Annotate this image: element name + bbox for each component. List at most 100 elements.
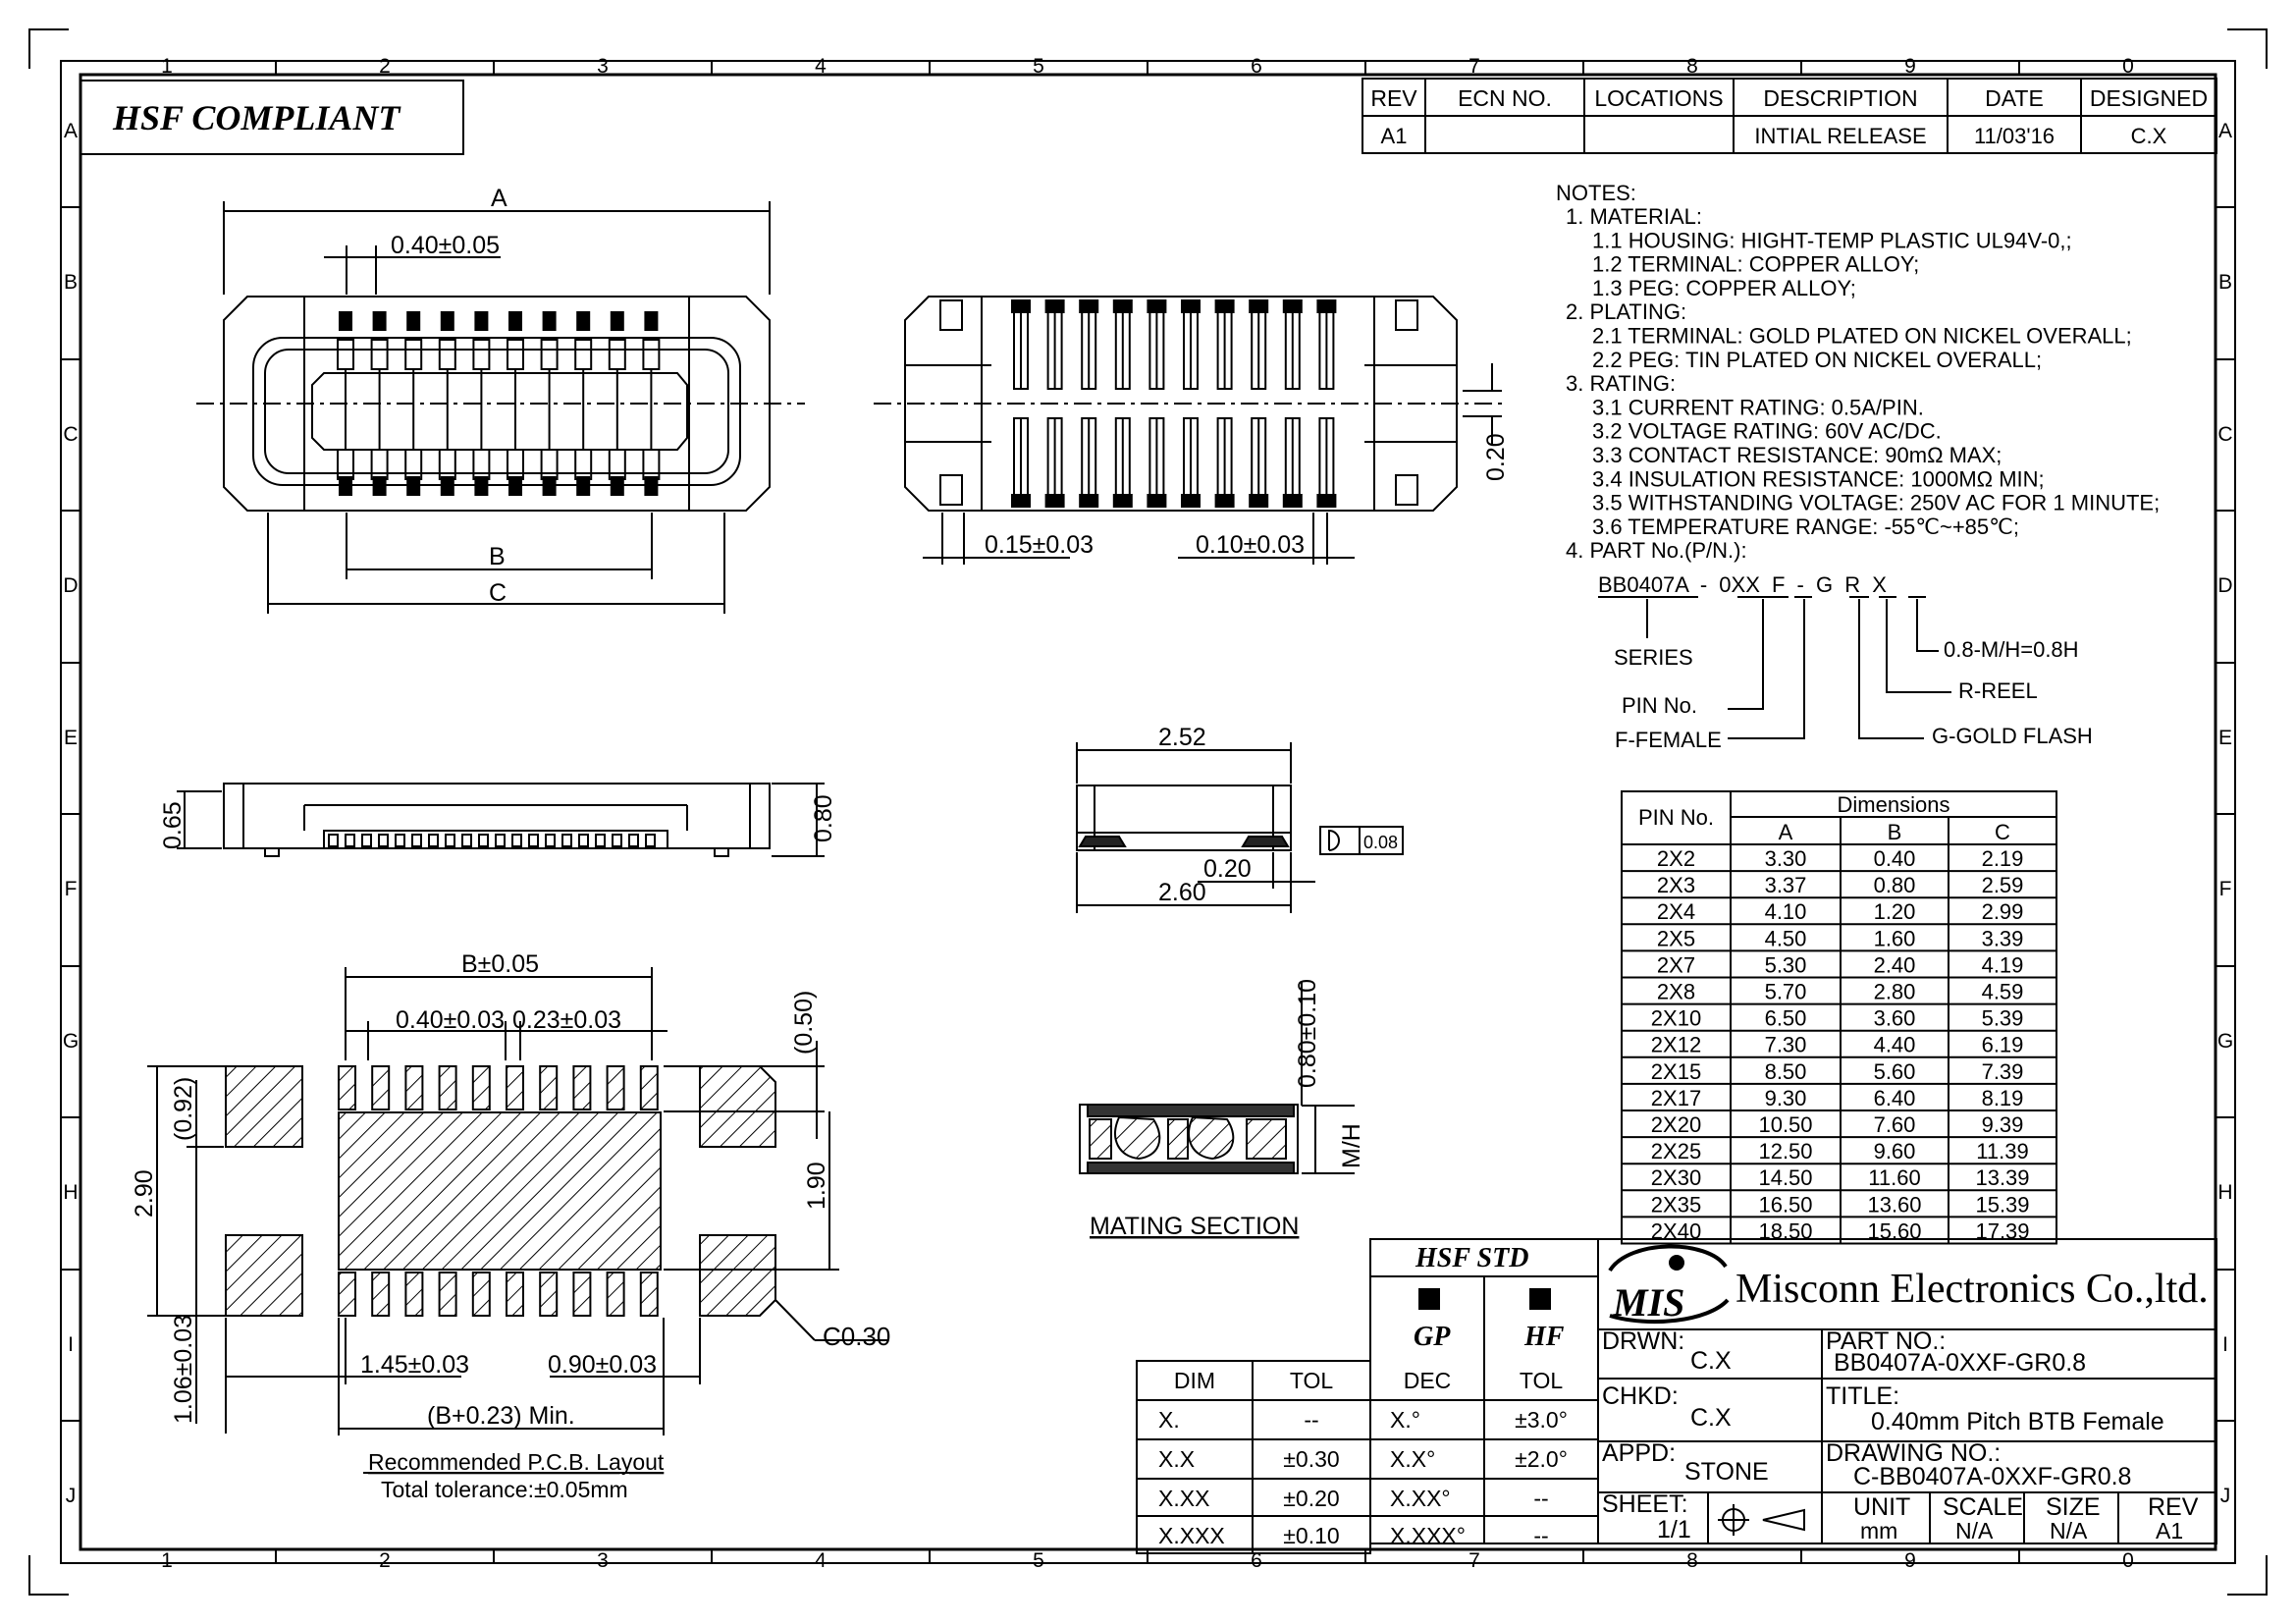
col-label-top: 0 <box>2122 55 2134 78</box>
rev-cell: A1 <box>1381 124 1408 148</box>
col-label-bottom: 8 <box>1686 1549 1698 1572</box>
dim-table-cell: 2X20 <box>1651 1112 1701 1137</box>
dim-table-cell: 2X30 <box>1651 1165 1701 1190</box>
title-label: TITLE: <box>1826 1382 1899 1410</box>
dim-table-cell: 10.50 <box>1758 1112 1812 1137</box>
dim-mating-height: 0.80±0.10 <box>1294 979 1321 1088</box>
col-label-top: 9 <box>1904 55 1916 78</box>
row-label-left: D <box>63 574 78 597</box>
rev-label: REV <box>2148 1493 2199 1521</box>
tol-cell: X.X <box>1158 1446 1195 1472</box>
dim-table-cell: 2X8 <box>1657 980 1695 1004</box>
dim-table-col-header: A <box>1779 820 1793 844</box>
note-line: 1.2 TERMINAL: COPPER ALLOY; <box>1592 252 1919 277</box>
dim-2-90: 2.90 <box>131 1169 158 1218</box>
gp-label: GP <box>1414 1322 1451 1352</box>
pcb-caption: Recommended P.C.B. Layout <box>368 1449 665 1475</box>
col-label-bottom: 4 <box>815 1549 827 1572</box>
company-name: Misconn Electronics Co.,ltd. <box>1735 1267 2209 1312</box>
row-label-left: B <box>64 271 78 294</box>
size-value: N/A <box>2050 1518 2088 1543</box>
row-label-left: G <box>63 1030 79 1053</box>
dim-table-cell: 0.80 <box>1874 873 1916 897</box>
note-line: 3.1 CURRENT RATING: 0.5A/PIN. <box>1592 395 1924 419</box>
dim-0-65: 0.65 <box>159 801 187 849</box>
dim-table-cell: 3.30 <box>1765 846 1807 871</box>
tol-cell: X. <box>1158 1407 1180 1433</box>
tol-cell: -- <box>1304 1407 1318 1433</box>
dim-table-cell: 2.99 <box>1982 899 2024 924</box>
rev-header: DATE <box>1985 85 2044 111</box>
note-line: 3.2 VOLTAGE RATING: 60V AC/DC. <box>1592 419 1942 444</box>
tol-header: DIM <box>1174 1368 1215 1393</box>
col-label-bottom: 1 <box>161 1549 173 1572</box>
dim-table-cell: 2.40 <box>1874 952 1916 977</box>
row-label-right: I <box>2222 1333 2228 1356</box>
part-no-value: BB0407A-0XXF-GR0.8 <box>1834 1349 2086 1377</box>
note-line: 4. PART No.(P/N.): <box>1566 538 1747 563</box>
dim-0-80-side: 0.80 <box>810 794 837 842</box>
col-label-bottom: 3 <box>597 1549 609 1572</box>
row-label-left: C <box>63 423 78 446</box>
dim-table-cell: 14.50 <box>1758 1165 1812 1190</box>
compliance-badge: HSF COMPLIANT <box>112 98 401 137</box>
scale-label: SCALE <box>1943 1493 2023 1521</box>
dim-table-cell: 15.39 <box>1975 1192 2029 1217</box>
dim-table-cell: 4.50 <box>1765 926 1807 950</box>
dim-table-cell: 2X2 <box>1657 846 1695 871</box>
dim-pcb-pad: 0.23±0.03 <box>512 1006 621 1034</box>
dim-table-cell: 2X12 <box>1651 1033 1701 1057</box>
col-label-bottom: 9 <box>1904 1549 1916 1572</box>
mating-section <box>1079 982 1355 1174</box>
title-block <box>1597 1238 2217 1544</box>
hsf-header: DEC <box>1404 1368 1452 1393</box>
dim-table-cell: 2X3 <box>1657 873 1695 897</box>
row-label-right: H <box>2217 1181 2232 1204</box>
rev-cell: 11/03'16 <box>1974 124 2055 148</box>
pcb-layout <box>147 967 888 1435</box>
dim-table-cell: 2X25 <box>1651 1139 1701 1164</box>
mating-caption: MATING SECTION <box>1090 1213 1299 1240</box>
dim-table-cell: 9.30 <box>1765 1086 1807 1110</box>
row-label-right: D <box>2217 574 2232 597</box>
note-line: 3.4 INSULATION RESISTANCE: 1000MΩ MIN; <box>1592 466 2045 491</box>
col-label-top: 6 <box>1251 55 1262 78</box>
dim-table-cell: 6.40 <box>1874 1086 1916 1110</box>
note-line: 3.5 WITHSTANDING VOLTAGE: 250V AC FOR 1 … <box>1592 491 2160 515</box>
pcb-tolerance: Total tolerance:±0.05mm <box>381 1477 628 1502</box>
dim-table-cell: 6.50 <box>1765 1006 1807 1031</box>
dim-table-cell: 4.10 <box>1765 899 1807 924</box>
dim-table-cell: 11.39 <box>1976 1139 2028 1164</box>
rev-header: DESIGNED <box>2090 85 2208 111</box>
dim-table-cell: 12.50 <box>1758 1139 1812 1164</box>
col-label-top: 1 <box>161 55 173 78</box>
dim-table-cell: 9.60 <box>1874 1139 1916 1164</box>
row-label-left: E <box>64 727 78 749</box>
dim-1-45: 1.45±0.03 <box>360 1351 469 1379</box>
dim-chamfer: C0.30 <box>823 1322 890 1351</box>
rev-value: A1 <box>2156 1518 2183 1543</box>
col-label-top: 2 <box>379 55 391 78</box>
note-line: 3.6 TEMPERATURE RANGE: -55℃~+85℃; <box>1592 514 2019 539</box>
dim-0-20-end: 0.20 <box>1203 855 1252 883</box>
hsf-cell: X.X° <box>1390 1446 1435 1472</box>
rev-cell: C.X <box>2131 124 2167 148</box>
dim-table-cell: 7.60 <box>1874 1112 1916 1137</box>
dim-0-90: 0.90±0.03 <box>548 1351 657 1379</box>
note-line: 2. PLATING: <box>1566 299 1686 324</box>
col-label-top: 7 <box>1468 55 1480 78</box>
dim-table-col-header: C <box>1995 820 2010 844</box>
appd-label: APPD: <box>1602 1439 1676 1467</box>
top-view <box>196 201 805 614</box>
dim-table-cell: 1.60 <box>1874 926 1916 950</box>
col-label-bottom: 6 <box>1251 1549 1262 1572</box>
drawing-no-label: DRAWING NO.: <box>1826 1439 2001 1467</box>
dim-table-cell: 2X17 <box>1651 1086 1701 1110</box>
col-label-bottom: 0 <box>2122 1549 2134 1572</box>
pn-series: SERIES <box>1614 645 1693 670</box>
row-label-right: G <box>2217 1030 2233 1053</box>
col-label-bottom: 5 <box>1033 1549 1044 1572</box>
